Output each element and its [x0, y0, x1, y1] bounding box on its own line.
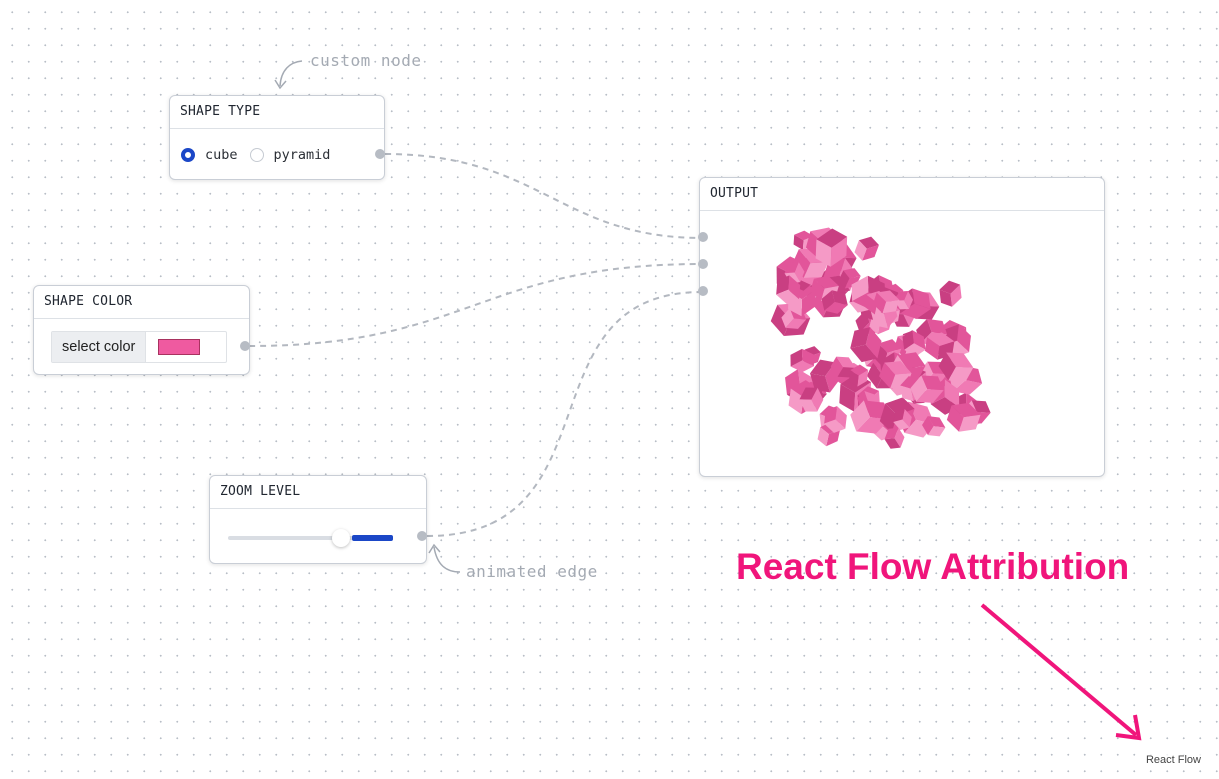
shape-color-title: SHAPE COLOR	[34, 286, 249, 319]
attribution-annotation: React Flow Attribution	[736, 546, 1130, 587]
output-3d-canvas[interactable]	[700, 211, 1104, 476]
shape-color-source-handle[interactable]	[240, 341, 250, 351]
animated-edge-arrow-icon	[433, 546, 461, 573]
radio-pyramid[interactable]	[249, 148, 264, 162]
cube-shape	[854, 236, 879, 261]
radio-option-cube[interactable]: cube	[181, 147, 238, 163]
color-swatch[interactable]	[158, 339, 201, 355]
radio-pyramid-label: pyramid	[273, 147, 331, 163]
zoom-slider[interactable]	[210, 509, 426, 564]
shape-color-node[interactable]: SHAPE COLOR select color	[33, 285, 250, 375]
zoom-slider-fill	[352, 535, 393, 541]
radio-cube-label: cube	[205, 147, 238, 163]
custom-node-annotation: custom node	[310, 51, 422, 70]
attribution-arrow-icon	[980, 603, 1138, 737]
shape-type-source-handle[interactable]	[375, 149, 385, 159]
cube-shape	[849, 364, 869, 387]
attribution-arrowhead-icon	[1115, 714, 1142, 741]
cube-shape	[850, 327, 882, 363]
shape-type-node[interactable]: SHAPE TYPE cube pyramid	[169, 95, 385, 180]
cube-shape	[922, 416, 946, 437]
shape-type-title: SHAPE TYPE	[170, 96, 384, 129]
custom-node-arrow-icon	[279, 60, 303, 87]
cube-shape	[902, 330, 926, 357]
cube-shape	[946, 402, 981, 432]
select-color-label: select color	[52, 332, 147, 362]
cube-shape	[790, 348, 814, 373]
output-target-handle-zoom[interactable]	[698, 286, 708, 296]
edge-shape-type-to-output[interactable]	[384, 153, 703, 239]
zoom-level-title: ZOOM LEVEL	[210, 476, 426, 509]
react-flow-attribution-link[interactable]: React Flow	[1141, 752, 1205, 768]
zoom-level-source-handle[interactable]	[417, 531, 427, 541]
radio-option-pyramid[interactable]: pyramid	[249, 147, 331, 163]
cube-shape	[939, 280, 962, 307]
cube-shape	[872, 290, 900, 314]
output-target-handle-shape[interactable]	[698, 232, 708, 242]
shape-type-radio-group: cube pyramid	[170, 129, 384, 181]
animated-edge-arrowhead-icon	[428, 543, 441, 554]
cube-shape	[799, 387, 824, 412]
cube-shape	[938, 352, 974, 382]
zoom-slider-track[interactable]	[228, 536, 393, 540]
cube-shape	[815, 228, 848, 267]
cube-shape	[910, 375, 944, 403]
output-node[interactable]: OUTPUT	[698, 177, 1105, 477]
radio-cube[interactable]	[181, 148, 195, 162]
cube-shape	[824, 406, 847, 433]
color-picker[interactable]: select color	[51, 331, 227, 363]
animated-edge-annotation: animated edge	[466, 562, 598, 581]
edge-shape-color-to-output[interactable]	[248, 263, 703, 347]
cube-shape	[893, 408, 912, 431]
zoom-level-node[interactable]: ZOOM LEVEL	[209, 475, 427, 564]
cube-shape	[884, 427, 905, 449]
custom-node-arrowhead-icon	[274, 79, 287, 90]
cube-shape	[776, 275, 801, 305]
cube-shape	[838, 268, 861, 289]
output-target-handle-color[interactable]	[698, 259, 708, 269]
zoom-slider-thumb[interactable]	[332, 529, 350, 547]
edge-zoom-to-output-animated[interactable]	[426, 291, 703, 537]
output-title: OUTPUT	[700, 178, 1104, 211]
cube-shape	[784, 262, 805, 283]
cube-shape	[821, 290, 848, 314]
